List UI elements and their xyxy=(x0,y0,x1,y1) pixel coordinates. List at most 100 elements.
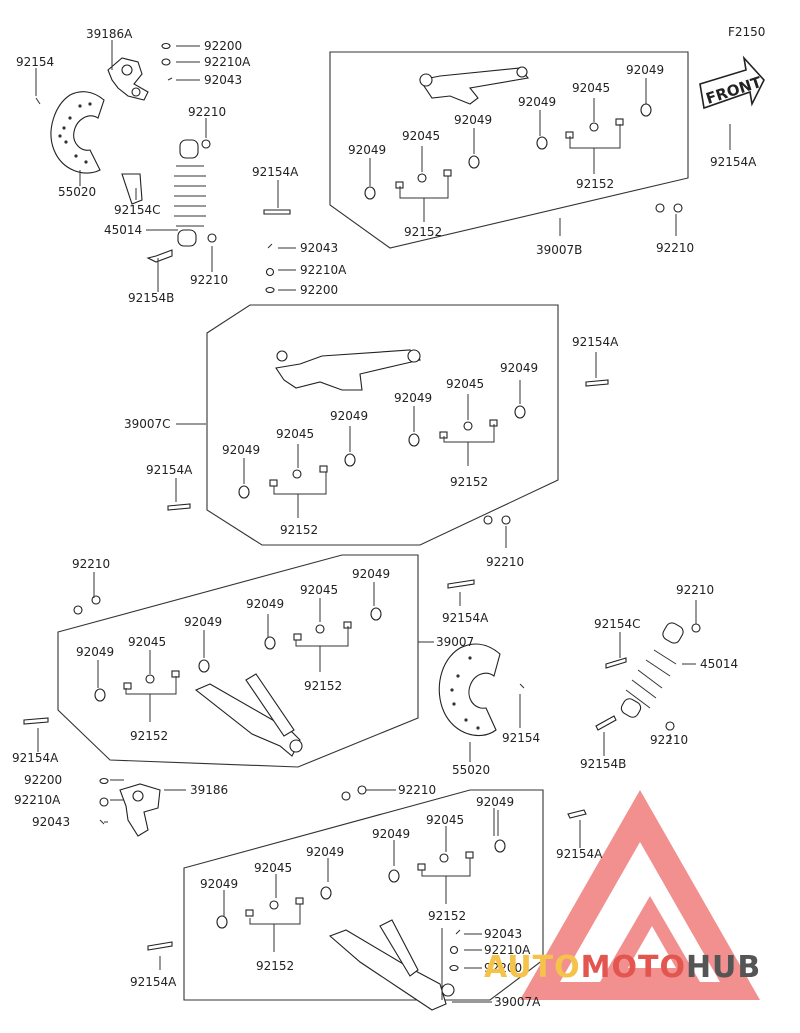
label-92200: 92200 xyxy=(204,39,242,53)
label-92210A: 92210A xyxy=(484,943,531,957)
label-92045: 92045 xyxy=(128,635,166,649)
label-92210: 92210 xyxy=(650,733,688,747)
label-39007: 39007 xyxy=(436,635,474,649)
label-92210: 92210 xyxy=(188,105,226,119)
label-92049: 92049 xyxy=(246,597,284,611)
label-92210A: 92210A xyxy=(14,793,61,807)
label-92200: 92200 xyxy=(300,283,338,297)
watermark-part-moto: MOTO xyxy=(580,950,686,985)
label-92043: 92043 xyxy=(204,73,242,87)
label-92045: 92045 xyxy=(254,861,292,875)
label-92154A: 92154A xyxy=(12,751,59,765)
upper-arm-39007C xyxy=(275,349,422,391)
label-92152: 92152 xyxy=(304,679,342,693)
label-92152: 92152 xyxy=(280,523,318,537)
label-92154A: 92154A xyxy=(442,611,489,625)
label-92049: 92049 xyxy=(352,567,390,581)
label-92049: 92049 xyxy=(476,795,514,809)
label-92049: 92049 xyxy=(394,391,432,405)
label-92043: 92043 xyxy=(300,241,338,255)
label-92210: 92210 xyxy=(656,241,694,255)
label-92154A: 92154A xyxy=(130,975,177,989)
label-92049: 92049 xyxy=(518,95,556,109)
label-92049: 92049 xyxy=(330,409,368,423)
label-92200: 92200 xyxy=(484,961,522,975)
label-92049: 92049 xyxy=(500,361,538,375)
label-92152: 92152 xyxy=(130,729,168,743)
bolts-and-nuts xyxy=(23,42,701,972)
label-92154A: 92154A xyxy=(252,165,299,179)
label-92049: 92049 xyxy=(626,63,664,77)
label-39007B: 39007B xyxy=(536,243,582,257)
knuckle-39186A xyxy=(107,57,149,101)
label-92045: 92045 xyxy=(446,377,484,391)
label-55020: 55020 xyxy=(58,185,96,199)
brake-disc-55020-mid xyxy=(438,643,501,737)
label-55020: 55020 xyxy=(452,763,490,777)
frame-lower-left-arm xyxy=(57,554,419,768)
label-92154: 92154 xyxy=(16,55,54,69)
front-arrow-icon: FRONT xyxy=(699,55,765,110)
label-39007A: 39007A xyxy=(494,995,541,1009)
lower-arm-39007 xyxy=(194,673,303,757)
label-92154A: 92154A xyxy=(146,463,193,477)
label-92210: 92210 xyxy=(398,783,436,797)
watermark-text: AUTOMOTOHUB xyxy=(484,950,761,985)
label-92154B: 92154B xyxy=(580,757,626,771)
label-92152: 92152 xyxy=(576,177,614,191)
label-92154: 92154 xyxy=(502,731,540,745)
washers-lower-left xyxy=(94,607,382,702)
label-92049: 92049 xyxy=(454,113,492,127)
washers-lower-right xyxy=(216,839,506,929)
label-92154A: 92154A xyxy=(556,847,603,861)
label-92045: 92045 xyxy=(276,427,314,441)
label-92049: 92049 xyxy=(306,845,344,859)
label-92152: 92152 xyxy=(450,475,488,489)
frame-upper-left-arm xyxy=(206,304,559,546)
label-92154A: 92154A xyxy=(572,335,619,349)
label-92152: 92152 xyxy=(428,909,466,923)
label-92154C: 92154C xyxy=(594,617,641,631)
label-92152: 92152 xyxy=(404,225,442,239)
label-92049: 92049 xyxy=(200,877,238,891)
label-92045: 92045 xyxy=(426,813,464,827)
label-92049: 92049 xyxy=(372,827,410,841)
shock-absorber-45014-top xyxy=(174,139,206,247)
leader-lines xyxy=(35,40,731,1003)
label-45014: 45014 xyxy=(104,223,142,237)
diagram-code: F2150 xyxy=(728,25,765,39)
label-92045: 92045 xyxy=(402,129,440,143)
label-92154C: 92154C xyxy=(114,203,161,217)
label-92210: 92210 xyxy=(190,273,228,287)
label-92049: 92049 xyxy=(76,645,114,659)
label-92154B: 92154B xyxy=(128,291,174,305)
label-92045: 92045 xyxy=(300,583,338,597)
label-92210: 92210 xyxy=(72,557,110,571)
washers-top-right xyxy=(364,103,652,200)
label-92049: 92049 xyxy=(348,143,386,157)
label-92049: 92049 xyxy=(184,615,222,629)
washers-upper-left xyxy=(238,405,526,499)
label-92152: 92152 xyxy=(256,959,294,973)
label-92210A: 92210A xyxy=(204,55,251,69)
shock-absorber-45014-mid xyxy=(620,622,684,718)
brake-disc-55020-top xyxy=(50,91,105,174)
label-92043: 92043 xyxy=(484,927,522,941)
frame-upper-right-arm xyxy=(329,51,689,249)
label-39186A: 39186A xyxy=(86,27,133,41)
upper-arm-39007B xyxy=(419,66,530,105)
knuckle-39186 xyxy=(119,783,161,837)
label-92200: 92200 xyxy=(24,773,62,787)
label-45014: 45014 xyxy=(700,657,738,671)
label-39186: 39186 xyxy=(190,783,228,797)
watermark-logo-icon xyxy=(520,790,760,1000)
label-92210: 92210 xyxy=(676,583,714,597)
label-92045: 92045 xyxy=(572,81,610,95)
label-92210: 92210 xyxy=(486,555,524,569)
label-39007C: 39007C xyxy=(124,417,171,431)
label-92210A: 92210A xyxy=(300,263,347,277)
watermark-part-hub: HUB xyxy=(685,950,762,985)
label-92154A: 92154A xyxy=(710,155,757,169)
watermark-part-auto: AUTO xyxy=(484,950,581,985)
